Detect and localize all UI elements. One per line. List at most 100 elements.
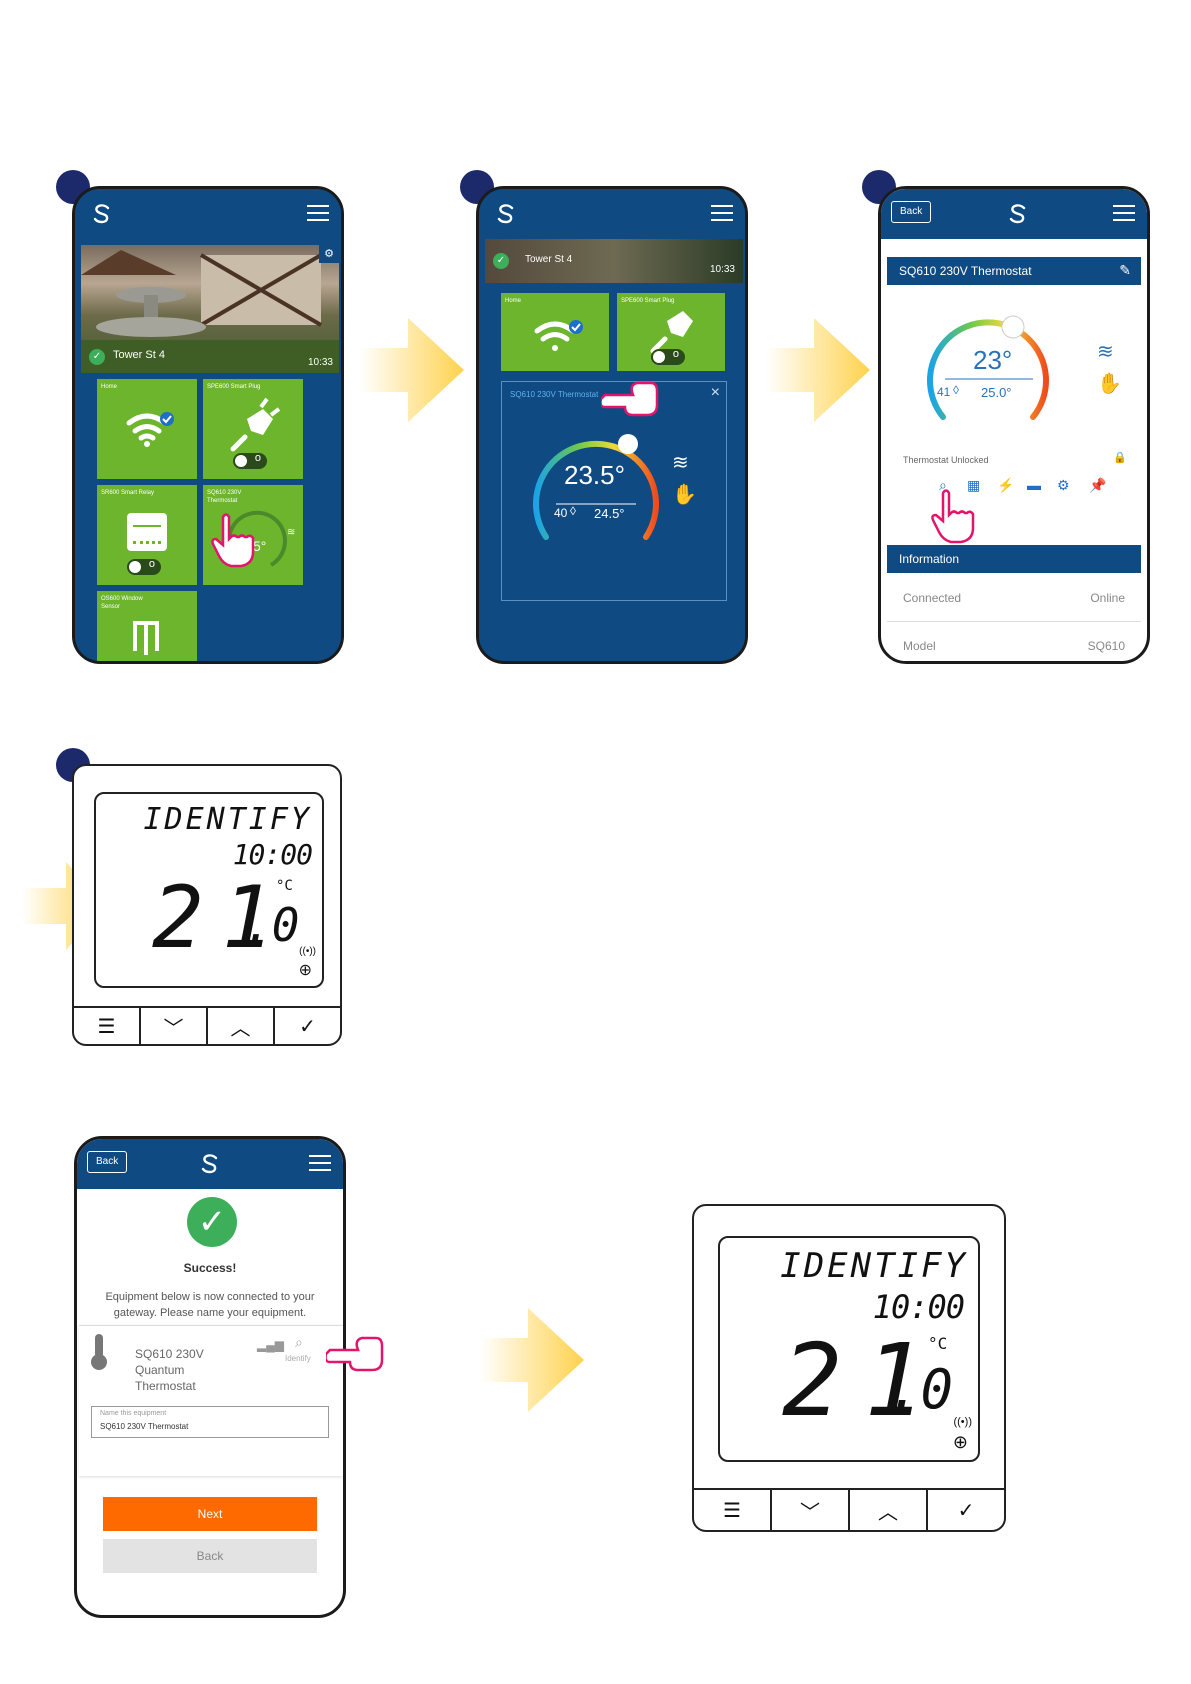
lcd-temperature-int: 21 <box>782 1322 947 1439</box>
device-title-bar: SQ610 230V Thermostat ✎ <box>887 257 1141 285</box>
back-secondary-button[interactable]: Back <box>103 1539 317 1573</box>
device-name: SQ610 230V Quantum Thermostat <box>135 1347 204 1393</box>
phone-screen-popup: ✓ Tower St 4 10:33 Home SPE600 Smart Plu… <box>476 186 748 664</box>
info-row: Connected Online <box>887 573 1141 622</box>
settings-gear-icon[interactable]: ⚙ <box>1057 477 1070 493</box>
success-title: Success! <box>183 1261 237 1275</box>
identify-label[interactable]: Identify <box>285 1354 311 1363</box>
hamburger-menu-icon[interactable] <box>711 205 733 221</box>
plug-toggle[interactable] <box>233 452 267 469</box>
identify-icon[interactable]: ⌕ <box>939 477 947 493</box>
popup-title: SQ610 230V Thermostat <box>510 390 599 399</box>
humidity-value: 41 <box>937 385 951 399</box>
hamburger-menu-icon[interactable] <box>1113 205 1135 221</box>
popup-close-icon[interactable]: × <box>710 384 720 401</box>
display-icon[interactable]: ▬ <box>1027 477 1041 493</box>
lcd-temperature-dec: .0 <box>888 1358 954 1421</box>
equipment-name-field[interactable]: Name this equipment SQ610 230V Thermosta… <box>91 1406 329 1438</box>
next-button[interactable]: Next <box>103 1497 317 1531</box>
fountain-illustration <box>81 250 339 373</box>
flow-arrow-4 <box>480 1308 584 1412</box>
info-value: Online <box>1090 591 1125 605</box>
thermostat-lcd: IDENTIFY 10:00 21 .0 °C ((•)) ⊕ <box>718 1236 980 1462</box>
tile-label: Home <box>505 298 522 304</box>
online-check-icon: ✓ <box>493 253 509 269</box>
back-button[interactable]: Back <box>87 1151 128 1173</box>
lock-icon[interactable]: 🔒 <box>1113 452 1127 464</box>
schedule-icon[interactable]: ▦ <box>967 477 981 493</box>
check-icon[interactable]: ✓ <box>299 1015 316 1038</box>
lcd-clock: 10:00 <box>872 1288 965 1326</box>
lcd-unit: °C <box>928 1334 948 1353</box>
location-time: 10:33 <box>307 357 333 368</box>
settings-gear-icon[interactable]: ⚙ <box>319 245 339 263</box>
wifi-icon <box>534 320 583 351</box>
hamburger-menu-icon[interactable] <box>309 1155 331 1171</box>
pairing-plug-icon[interactable]: ⚡ <box>997 477 1015 493</box>
plug-toggle[interactable] <box>651 348 685 365</box>
tile-label: SR600 Smart Relay <box>101 490 155 496</box>
edit-pencil-icon[interactable]: ✎ <box>1119 262 1131 278</box>
pin-icon[interactable]: 📌 <box>1089 477 1107 493</box>
manual-hand-icon[interactable]: ✋ <box>1097 373 1122 395</box>
plug-icon <box>230 397 281 452</box>
hamburger-menu-icon[interactable] <box>307 205 329 221</box>
tile-smart-plug[interactable]: SPE600 Smart Plug <box>617 293 725 371</box>
info-label: Model <box>903 639 936 653</box>
device-action-icons: ⌕ ▦ ⚡ ▬ ⚙ 📌 <box>933 477 1133 499</box>
salus-logo-icon <box>201 1154 218 1174</box>
wifi-icon <box>126 412 174 447</box>
thermostat-buttons: ☰ ﹀ ︿ ✓ <box>694 1488 1004 1530</box>
chevron-down-icon[interactable]: ﹀ <box>772 1490 850 1530</box>
identify-icon[interactable]: ⌕ <box>295 1334 303 1350</box>
location-name: Tower St 4 <box>113 349 165 361</box>
chevron-up-icon[interactable]: ︿ <box>850 1490 928 1530</box>
temperature-dial[interactable] <box>909 307 1069 437</box>
thermostat-popup[interactable]: SQ610 230V Thermostat × 23.5° 40 ◊ 24.5°… <box>501 381 727 601</box>
flow-arrow-2 <box>766 318 870 422</box>
window-icon <box>133 621 159 655</box>
thermometer-bulb-icon <box>91 1354 107 1370</box>
lcd-unit: °C <box>276 878 293 894</box>
tile-label: Home <box>101 384 118 390</box>
tile-smart-plug[interactable]: SPE600 Smart Plug <box>203 379 303 479</box>
location-photo[interactable]: ⚙ ✓ Tower St 4 10:33 <box>81 245 339 373</box>
check-icon[interactable]: ✓ <box>957 1499 975 1522</box>
location-banner[interactable]: ✓ Tower St 4 10:33 <box>485 239 743 283</box>
current-temperature: 23.5° <box>564 460 626 490</box>
menu-icon[interactable]: ☰ <box>74 1008 141 1044</box>
field-value: SQ610 230V Thermostat <box>100 1422 189 1431</box>
wireless-signal-icon: ((•)) <box>953 1416 972 1428</box>
humidity-drop-icon: ◊ <box>570 504 576 518</box>
tap-hand-icon <box>931 489 975 544</box>
salus-logo-icon <box>93 204 110 224</box>
info-row: Model SQ610 <box>887 621 1141 661</box>
tile-thermostat[interactable]: SQ610 230V Thermostat 5° ≋ <box>203 485 303 585</box>
relay-icon <box>127 513 167 551</box>
tile-label: SPE600 Smart Plug <box>207 384 261 390</box>
signal-strength-icon: ▂▄▆ <box>257 1338 284 1352</box>
humidity-drop-icon: ◊ <box>953 383 959 397</box>
phone-screen-details: Back SQ610 230V Thermostat ✎ 23° 41 ◊ 25… <box>878 186 1150 664</box>
tile-home[interactable]: Home <box>97 379 197 479</box>
tile-smart-relay[interactable]: SR600 Smart Relay <box>97 485 197 585</box>
thermostat-lcd: IDENTIFY 10:00 21 .0 °C ((•)) ⊕ <box>94 792 324 988</box>
salus-logo-icon <box>497 204 514 224</box>
thermostat-buttons: ☰ ﹀ ︿ ✓ <box>74 1006 340 1044</box>
tile-window-sensor[interactable]: OS600 Window Sensor <box>97 591 197 661</box>
chevron-down-icon[interactable]: ﹀ <box>141 1008 208 1044</box>
app-header <box>75 189 341 239</box>
thermostat-device-2: IDENTIFY 10:00 21 .0 °C ((•)) ⊕ ☰ ﹀ ︿ ✓ <box>692 1204 1006 1532</box>
device-card: SQ610 230V Quantum Thermostat ▂▄▆ ⌕ Iden… <box>79 1325 343 1476</box>
manual-hand-icon[interactable]: ✋ <box>672 484 697 506</box>
success-message: Equipment below is now connected to your… <box>105 1291 315 1319</box>
tap-hand-icon <box>211 513 255 568</box>
temperature-dial[interactable] <box>516 422 676 552</box>
tile-home[interactable]: Home <box>501 293 609 371</box>
relay-toggle[interactable] <box>127 558 161 575</box>
current-temperature: 23° <box>973 345 1013 375</box>
field-label: Name this equipment <box>100 1410 167 1417</box>
chevron-up-icon[interactable]: ︿ <box>208 1008 275 1044</box>
menu-icon[interactable]: ☰ <box>694 1490 772 1530</box>
back-button[interactable]: Back <box>891 201 932 223</box>
